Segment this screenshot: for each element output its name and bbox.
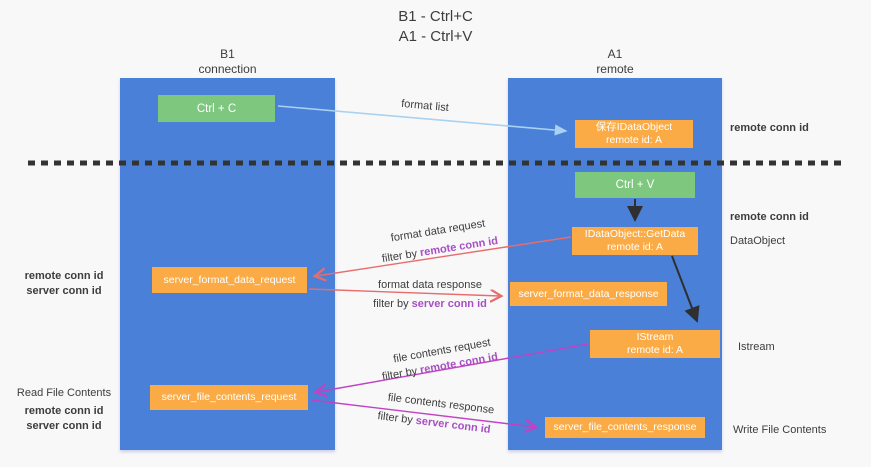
node-getdata-line1: IDataObject::GetData — [584, 228, 686, 240]
filter-by-text: filter by — [381, 364, 422, 384]
remote-conn-id-text: remote conn id — [419, 234, 499, 260]
filter-by-text: filter by — [373, 298, 412, 310]
server-conn-id-text: server conn id — [415, 414, 492, 436]
node-server-file-contents-request: server_file_contents_request — [150, 385, 308, 410]
node-save-idataobject: 保存IDataObject remote id: A — [575, 120, 693, 148]
node-istream-line1: IStream — [636, 331, 674, 343]
filter-by-text: filter by — [381, 247, 422, 266]
node-getdata-line2: remote id: A — [606, 241, 664, 253]
annotation-left-remote-conn-id-2: remote conn id — [24, 405, 104, 417]
server-conn-id-text: server conn id — [411, 298, 487, 310]
node-ctrl-v: Ctrl + V — [575, 172, 695, 198]
node-idataobject-getdata: IDataObject::GetData remote id: A — [572, 227, 698, 255]
node-ctrl-c: Ctrl + C — [158, 95, 275, 122]
lane-b1-name: B1 — [220, 47, 235, 61]
filter-by-text: filter by — [376, 410, 417, 427]
lane-header-b1: B1 connection — [120, 47, 335, 77]
label-format-list: format list — [400, 97, 450, 115]
node-format-response-label: server_format_data_response — [518, 287, 659, 300]
annotation-read-file-contents: Read File Contents — [16, 387, 112, 399]
node-format-request-label: server_format_data_request — [163, 273, 296, 286]
lane-b1-role: connection — [198, 62, 257, 76]
node-file-request-label: server_file_contents_request — [161, 391, 297, 403]
node-server-file-contents-response: server_file_contents_response — [545, 417, 705, 438]
lane-a1-name: A1 — [607, 47, 623, 61]
node-istream-line2: remote id: A — [626, 344, 684, 356]
node-server-format-data-response: server_format_data_response — [510, 282, 667, 306]
annotation-remote-conn-id-mid: remote conn id — [730, 211, 809, 223]
node-ctrl-c-label: Ctrl + C — [196, 102, 237, 115]
node-save-idataobject-line1: 保存IDataObject — [595, 121, 673, 133]
annotation-left-server-conn-id-1: server conn id — [26, 285, 102, 297]
annotation-left-remote-conn-id-1: remote conn id — [24, 270, 104, 282]
node-ctrl-v-label: Ctrl + V — [615, 179, 655, 191]
diagram-title-line2: A1 - Ctrl+V — [398, 28, 473, 45]
node-istream: IStream remote id: A — [590, 330, 720, 358]
diagram-title-line1: B1 - Ctrl+C — [398, 8, 473, 25]
label-format-data-response: format data response — [378, 279, 482, 291]
node-file-response-label: server_file_contents_response — [553, 421, 697, 433]
annotation-istream: Istream — [738, 341, 775, 353]
lane-a1-role: remote — [596, 62, 634, 76]
label-filter-by-server-1: filter by server conn id — [373, 298, 487, 310]
node-save-idataobject-line2: remote id: A — [605, 134, 663, 146]
annotation-dataobject: DataObject — [730, 235, 786, 247]
annotation-left-server-conn-id-2: server conn id — [26, 420, 102, 432]
node-server-format-data-request: server_format_data_request — [152, 267, 307, 293]
lane-header-a1: A1 remote — [508, 47, 722, 77]
annotation-remote-conn-id-top: remote conn id — [730, 122, 809, 134]
annotation-write-file-contents: Write File Contents — [733, 424, 827, 436]
